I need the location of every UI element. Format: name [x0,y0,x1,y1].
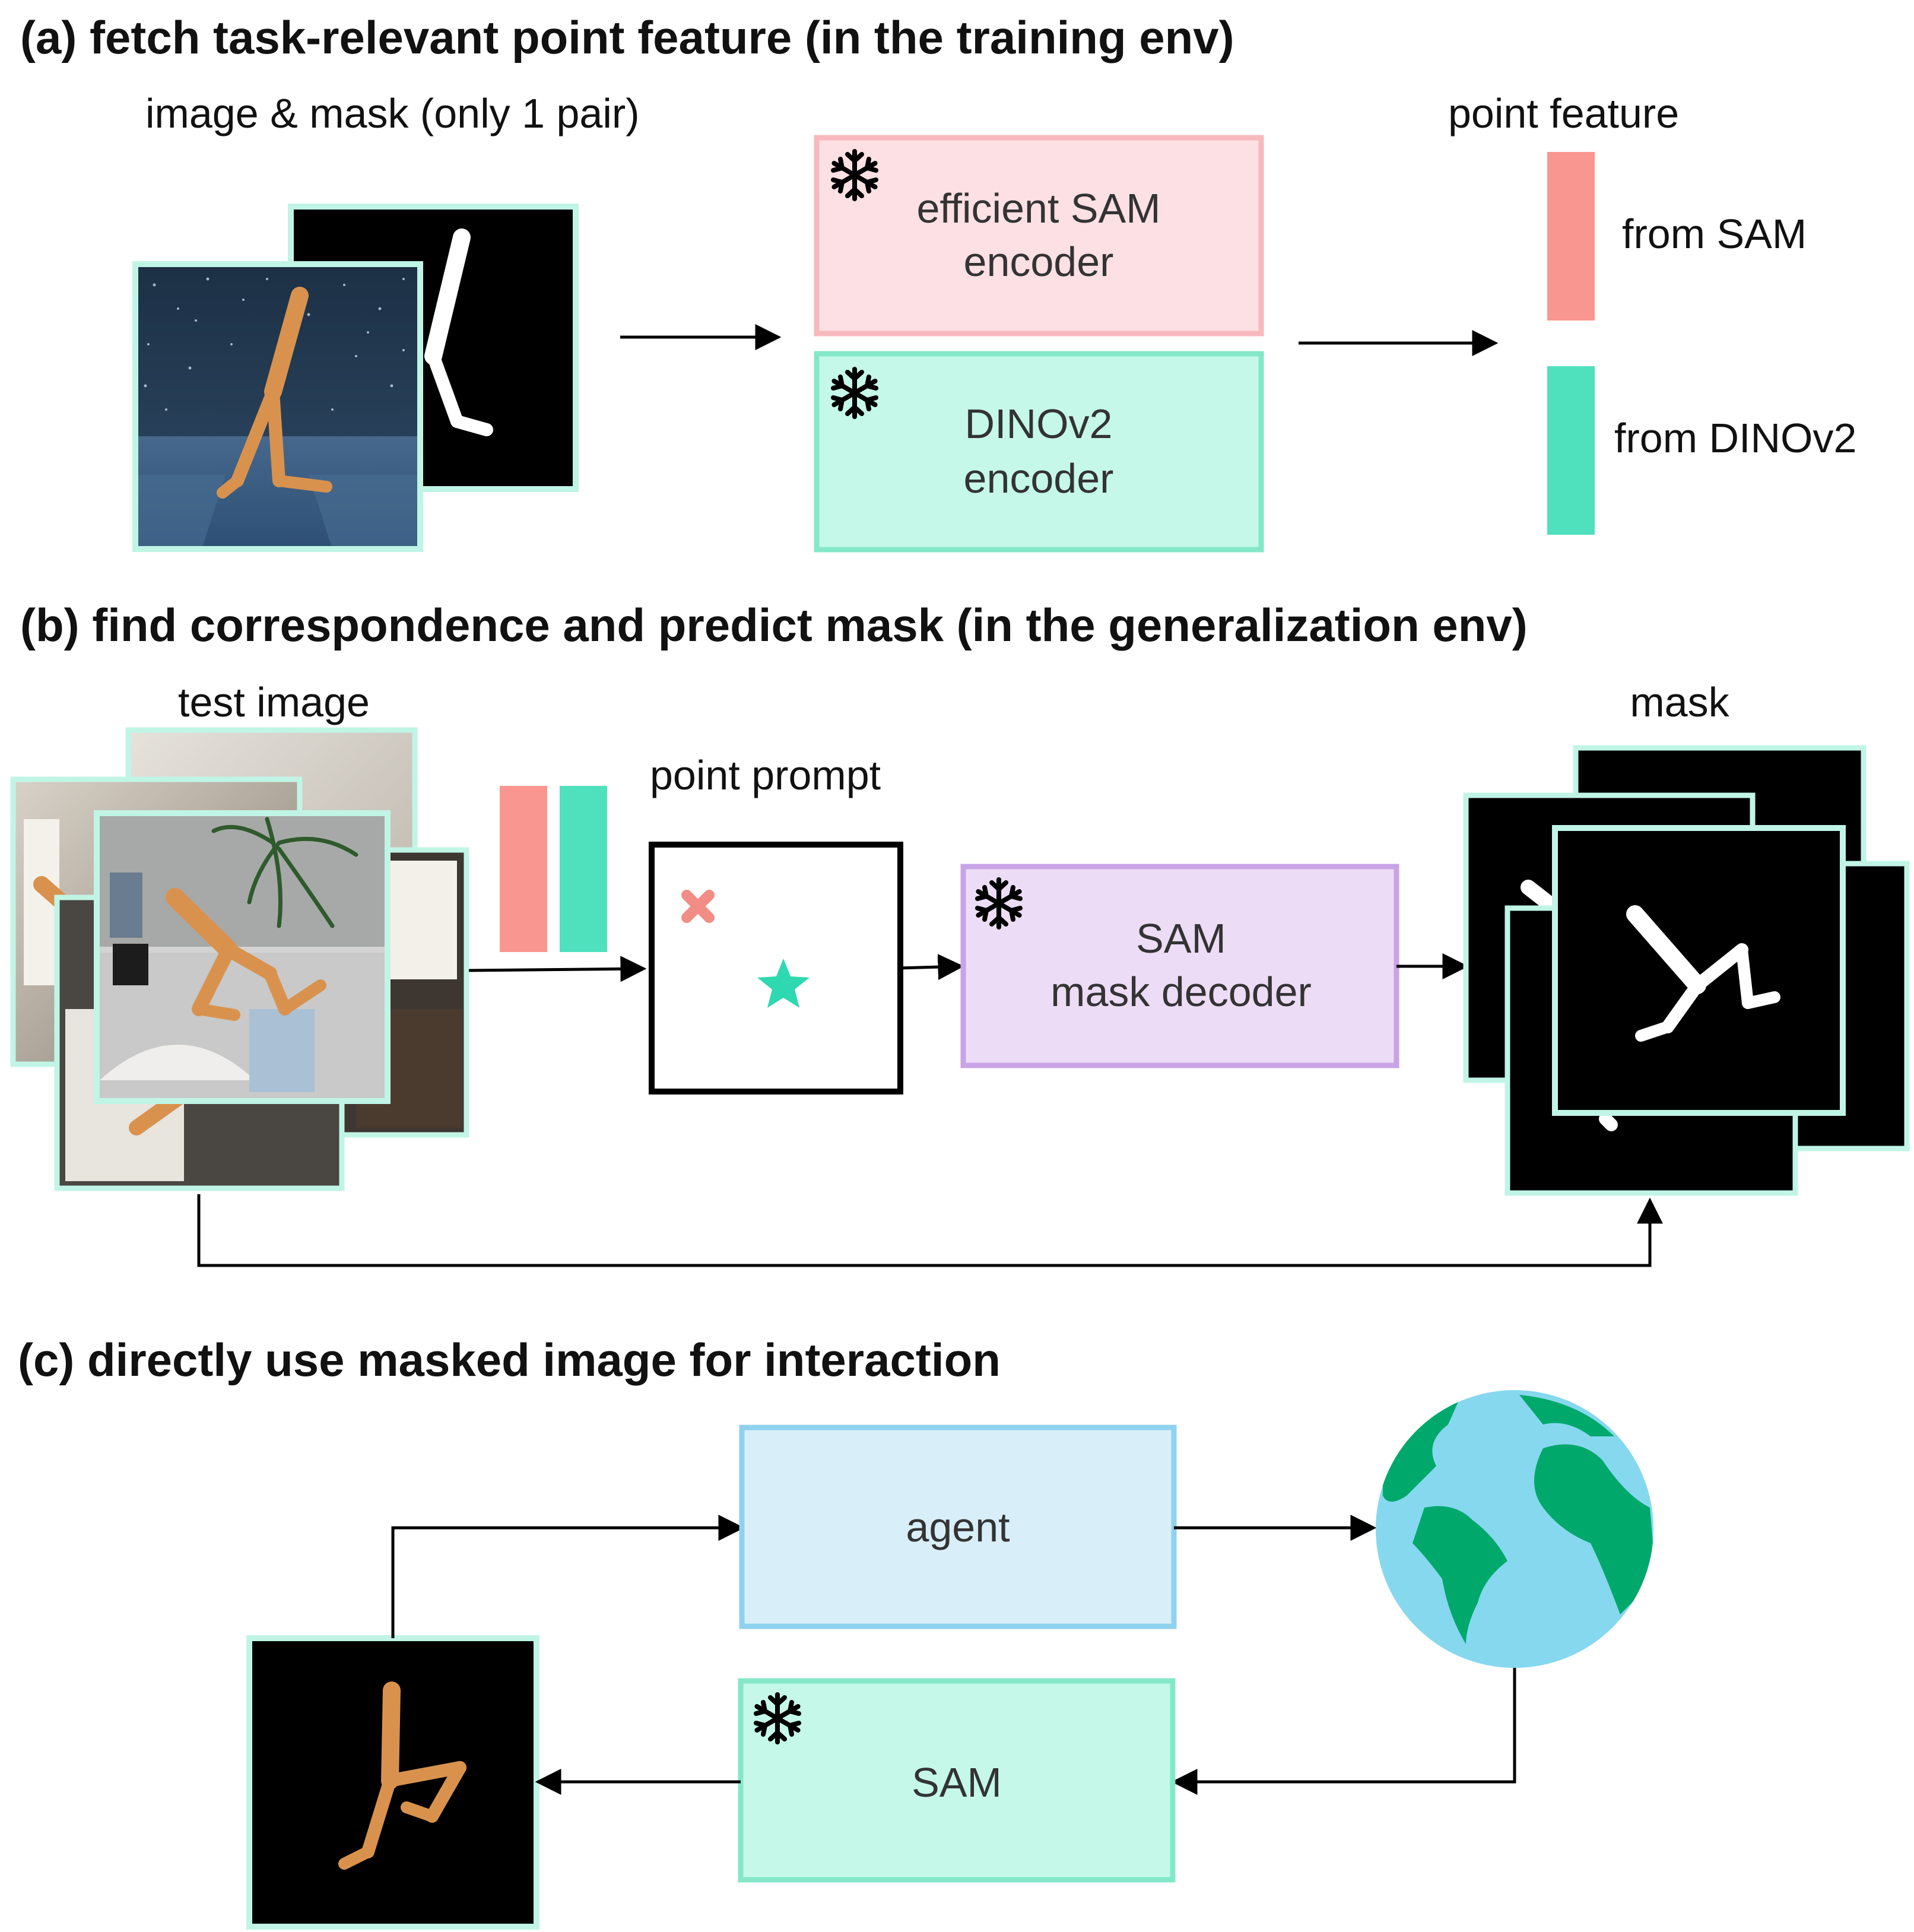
efficient-sam-encoder-box: efficient SAM encoder [814,135,1264,337]
sam-encoder-line2: encoder [964,239,1114,285]
mask-label: mask [1630,679,1729,725]
arrow-to-decoder [900,954,964,981]
section-c-title: (c) directly use masked image for intera… [18,1334,1001,1386]
agent-box: agent [739,1425,1177,1629]
dinov2-encoder-box: DINOv2 encoder [814,351,1264,553]
arrow-observation-to-agent [391,1515,745,1638]
sam-label: SAM [912,1759,1002,1806]
from-sam-label: from SAM [1622,211,1807,257]
section-a-title: (a) fetch task-relevant point feature (i… [20,11,1234,64]
sam-box: SAM [738,1678,1176,1883]
point-prompt-label: point prompt [650,752,881,798]
input-pair-label: image & mask (only 1 pair) [145,90,640,137]
sam-mask-decoder-box: SAM mask decoder [960,864,1399,1068]
negative-point-cross-icon [681,890,715,923]
decoder-line1: SAM [1136,915,1226,962]
sam-encoder-line1: efficient SAM [916,185,1160,231]
predicted-mask-stack [1463,745,1910,1196]
point-feature-label: point feature [1448,90,1679,137]
dino-feature-bar [1547,366,1595,535]
arrow-bypass-to-masks [197,1194,1663,1267]
point-prompt-canvas [649,842,903,1095]
decoder-line2: mask decoder [1050,969,1312,1015]
positive-point-star-icon [757,959,810,1008]
dino-encoder-line1: DINOv2 [965,401,1113,447]
sam-feature-bar-b [500,786,547,952]
from-dino-label: from DINOv2 [1614,415,1856,461]
masked-observation-image [246,1635,539,1930]
section-b-title: (b) find correspondence and predict mask… [20,599,1528,651]
dino-feature-bar-b [560,786,607,952]
globe-icon [1376,1390,1653,1668]
agent-label: agent [906,1504,1010,1550]
training-rgb-image [132,261,423,552]
dino-encoder-line2: encoder [964,455,1114,502]
sam-feature-bar [1547,152,1595,321]
arrow-to-point-prompt [468,956,647,982]
arrow-env-to-sam [1171,1668,1516,1795]
test-image-stack [10,727,469,1191]
test-image-label: test image [178,679,370,725]
